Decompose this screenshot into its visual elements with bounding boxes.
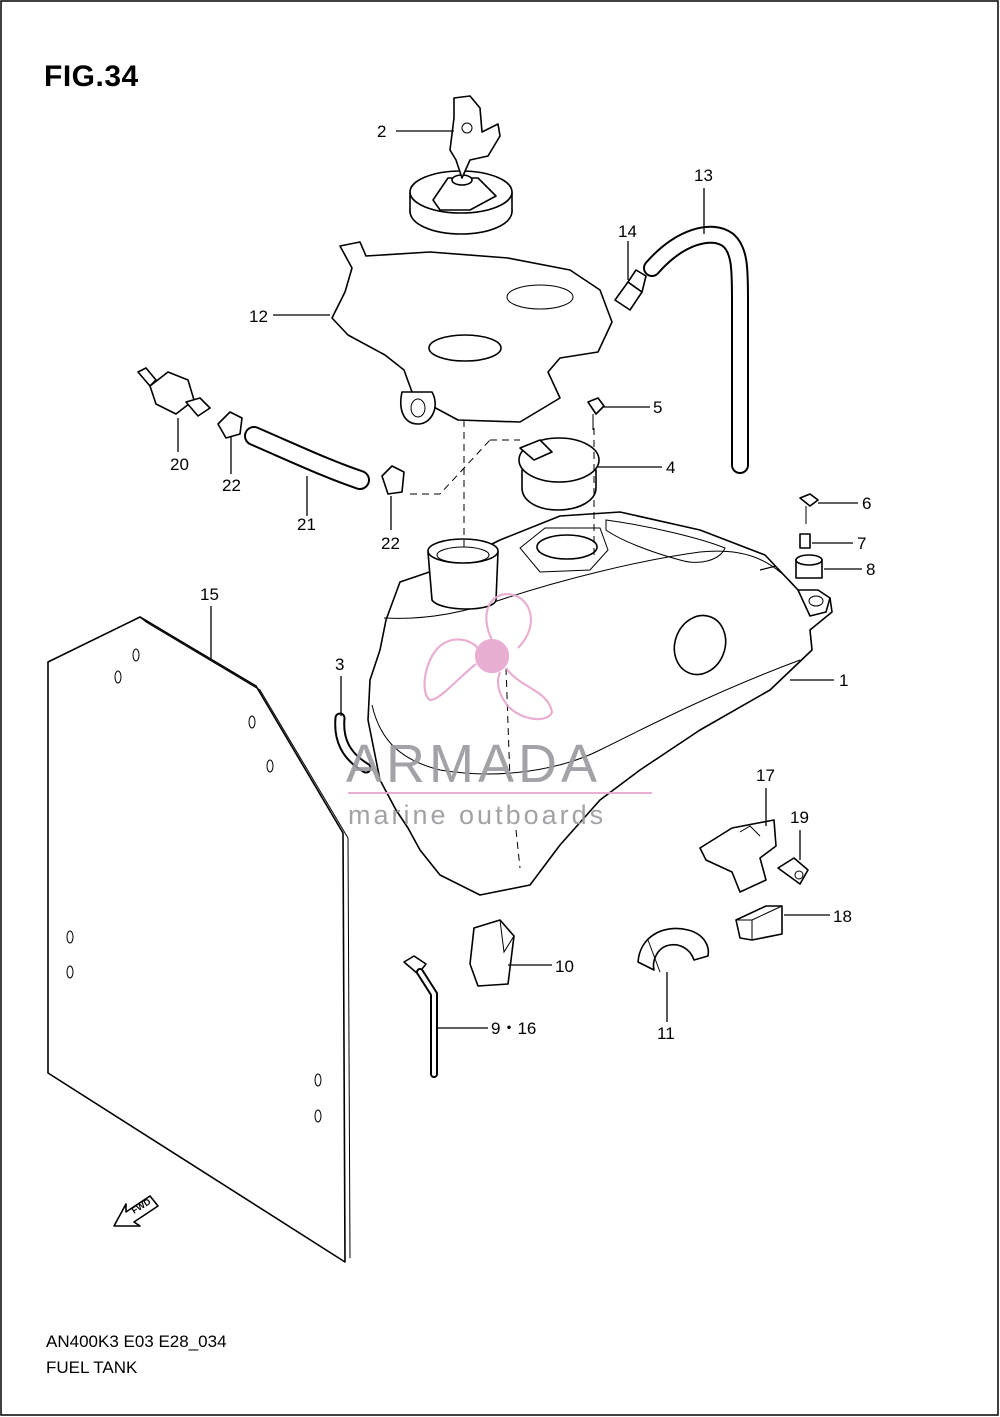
fuel-filter-part <box>137 367 211 417</box>
callout-14: 14 <box>618 222 637 241</box>
screw-part <box>587 397 605 430</box>
fuel-cap-part <box>409 95 513 235</box>
grommet-part <box>795 554 823 579</box>
callout-12: 12 <box>249 307 268 326</box>
callout-9-16: 9・16 <box>491 1019 536 1038</box>
model-code: AN400K3 E03 E28_034 <box>46 1332 227 1351</box>
callout-22-right: 22 <box>381 534 400 553</box>
tank-tray-part <box>331 241 613 425</box>
callout-22-left: 22 <box>222 476 241 495</box>
callout-4: 4 <box>666 458 675 477</box>
callout-11: 11 <box>657 1024 675 1043</box>
fuel-gauge-plate-part <box>518 437 600 511</box>
callout-13: 13 <box>694 166 713 185</box>
callout-21: 21 <box>297 515 316 534</box>
callout-10: 10 <box>555 957 574 976</box>
bracket-part <box>699 819 777 893</box>
fwd-direction-arrow: FWD <box>113 1195 159 1227</box>
callout-6: 6 <box>862 494 871 513</box>
callout-18: 18 <box>833 907 852 926</box>
side-panel-part <box>47 616 351 1263</box>
rubber-pad-part <box>469 919 515 987</box>
bolt-part <box>799 493 819 524</box>
cushion-part <box>735 905 783 941</box>
callout-15: 15 <box>200 585 219 604</box>
watermark-brand: ARMADA <box>346 734 601 794</box>
callout-2: 2 <box>377 122 386 141</box>
fuel-hose-part <box>244 426 370 490</box>
tank-cushion-part <box>637 927 710 973</box>
armada-watermark: ARMADA marine outboards <box>346 592 652 830</box>
figure-title: FIG.34 <box>44 60 139 93</box>
hose-clamp-part <box>217 411 405 495</box>
figure-name: FUEL TANK <box>46 1358 138 1377</box>
callout-20: 20 <box>170 455 189 474</box>
breather-hose-part <box>643 225 749 474</box>
bracket-bolt-part <box>777 857 809 885</box>
fuel-tank-body-part <box>367 511 833 896</box>
fuel-sensor-part <box>403 955 438 1078</box>
callout-17: 17 <box>756 766 775 785</box>
watermark-tagline: marine outboards <box>348 800 606 830</box>
callout-3: 3 <box>335 655 344 674</box>
callout-5: 5 <box>653 398 662 417</box>
collar-part <box>799 533 811 549</box>
callout-1: 1 <box>839 671 848 690</box>
callout-8: 8 <box>866 560 875 579</box>
callout-19: 19 <box>790 808 809 827</box>
drain-tube-part <box>334 712 372 774</box>
hose-joint-part <box>614 269 647 311</box>
callout-7: 7 <box>857 534 866 553</box>
